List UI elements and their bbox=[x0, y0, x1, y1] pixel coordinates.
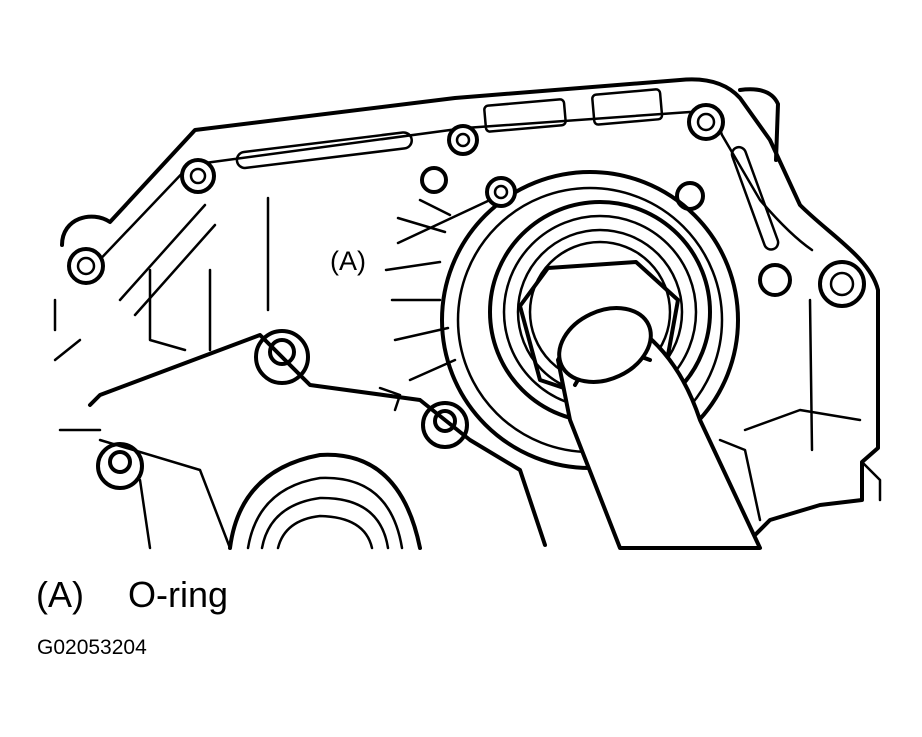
legend-text: O-ring bbox=[128, 574, 229, 615]
right-housing bbox=[718, 298, 882, 522]
housing-outline bbox=[60, 77, 880, 547]
mounting-bosses bbox=[67, 103, 866, 308]
housing-ribs bbox=[53, 88, 780, 362]
bearing-assembly bbox=[384, 170, 740, 470]
o-ring bbox=[485, 176, 517, 208]
legend-code: (A) bbox=[36, 574, 84, 615]
flange-lip bbox=[738, 87, 780, 162]
callout-label: (A) bbox=[330, 246, 366, 276]
callout-leader-line bbox=[396, 198, 492, 245]
bolts bbox=[96, 329, 469, 490]
hex-nut bbox=[518, 260, 680, 402]
figure-id: G02053204 bbox=[37, 636, 147, 659]
tool-shaft bbox=[556, 306, 762, 550]
lower-housing bbox=[58, 333, 547, 550]
